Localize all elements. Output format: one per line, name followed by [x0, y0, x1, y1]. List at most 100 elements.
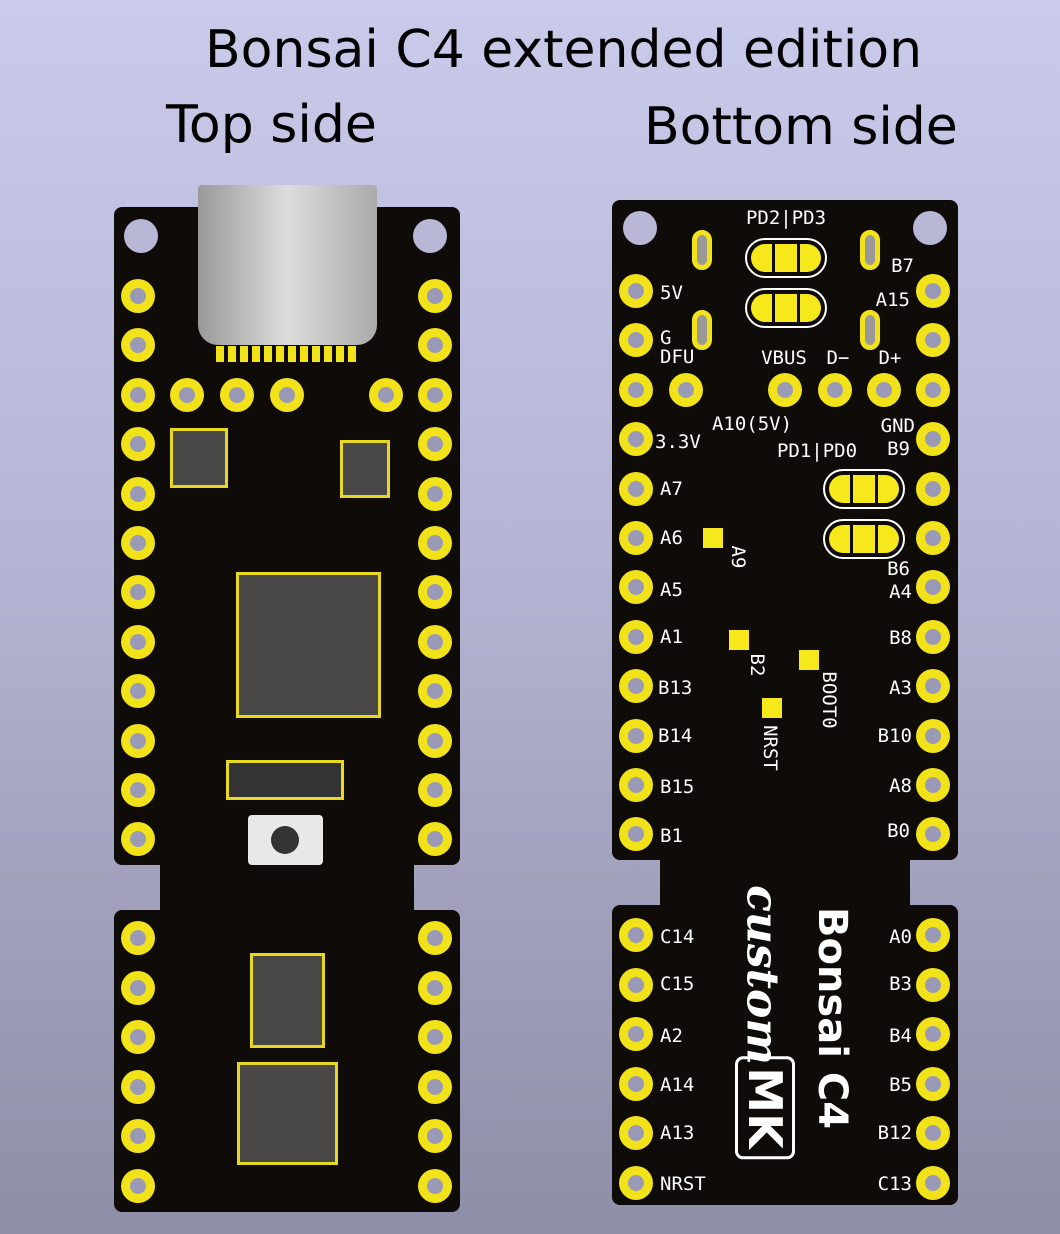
header-pad [121, 476, 155, 511]
pin-label: A2 [660, 1025, 683, 1047]
pin-label: 3.3V [655, 431, 701, 453]
header-pad [916, 768, 950, 802]
header-pad [619, 669, 653, 704]
logo-mk-badge: MK [735, 1056, 795, 1160]
jumper-pd1-pd0[interactable] [823, 469, 905, 509]
header-pad [916, 669, 950, 704]
header-pad [619, 1017, 653, 1052]
header-pad [619, 471, 653, 506]
label-a10: A10(5V) [711, 413, 793, 435]
regulator-chip [226, 760, 344, 800]
header-pad [418, 279, 452, 313]
header-pad [121, 624, 155, 659]
header-pad [619, 619, 653, 654]
pin-label: B3 [889, 973, 912, 995]
pin-label: A0 [889, 926, 912, 948]
label-dplus: D+ [878, 347, 902, 369]
jumper-pd2-pd3-b[interactable] [745, 288, 827, 328]
jumper-pd2-pd3[interactable] [745, 238, 827, 278]
header-pad [916, 471, 950, 506]
header-pad [121, 1169, 155, 1203]
header-pad [121, 377, 155, 412]
header-pad [121, 773, 155, 807]
pin-label: GND [880, 415, 915, 437]
header-pad [669, 373, 703, 407]
pin-label: B8 [889, 627, 912, 649]
pin-label: G [660, 327, 672, 349]
top-side-heading: Top side [166, 95, 377, 155]
label-pd1-pd0: PD1|PD0 [776, 440, 858, 462]
header-pad [916, 422, 950, 457]
header-pad [768, 373, 802, 407]
usb-c-connector [198, 185, 377, 345]
label-nrst: NRST [759, 725, 781, 771]
header-pad [418, 1069, 452, 1104]
pin-label: B1 [660, 825, 683, 847]
header-pad [916, 619, 950, 654]
header-pad [418, 822, 452, 857]
header-pad [418, 427, 452, 462]
header-pad [619, 323, 653, 358]
header-pad [121, 921, 155, 955]
header-pad [121, 1119, 155, 1154]
header-pad [121, 674, 155, 709]
header-pad [418, 1169, 452, 1203]
header-pad [418, 674, 452, 709]
header-pad [619, 718, 653, 753]
pin-label: B12 [877, 1122, 912, 1144]
header-pad [619, 768, 653, 802]
header-pad [619, 918, 653, 952]
header-pad [121, 427, 155, 462]
pin-label: A6 [660, 527, 683, 549]
label-vbus: VBUS [761, 347, 807, 369]
pin-label: A3 [889, 677, 912, 699]
header-pad [916, 1017, 950, 1052]
pin-label: A13 [660, 1122, 695, 1144]
header-pad [916, 1166, 950, 1200]
pin-label: 5V [660, 282, 683, 304]
pin-label: B9 [887, 438, 910, 460]
header-pad [418, 773, 452, 807]
header-pad [220, 378, 254, 412]
logo-bonsai-c4: Bonsai C4 [809, 906, 855, 1130]
header-pad [916, 521, 950, 555]
header-pad [916, 372, 950, 407]
header-pad [916, 817, 950, 852]
header-pad [121, 970, 155, 1005]
header-pad [619, 521, 653, 555]
pin-label: C14 [660, 926, 695, 948]
test-pad-a9 [703, 528, 723, 548]
test-pad-boot0 [799, 650, 819, 670]
header-pad [121, 1069, 155, 1104]
flash-chip [250, 953, 325, 1048]
header-pad [916, 1116, 950, 1151]
reset-button[interactable] [248, 815, 323, 865]
header-pad [916, 718, 950, 753]
header-pad [418, 575, 452, 610]
pin-label: A4 [889, 581, 912, 603]
header-pad [619, 1066, 653, 1101]
pin-label: B10 [877, 725, 912, 747]
pin-label: C15 [660, 973, 695, 995]
header-pad [418, 328, 452, 363]
header-pad [418, 624, 452, 659]
header-pad [121, 723, 155, 758]
ic-chip [340, 440, 390, 498]
header-pad [619, 817, 653, 852]
ic-chip [170, 428, 228, 488]
header-pad [418, 1020, 452, 1055]
pin-label: DFU [660, 346, 695, 368]
pin-label: B0 [887, 820, 910, 842]
header-pad [916, 274, 950, 308]
pin-label: A7 [660, 478, 683, 500]
pin-label: A5 [660, 579, 683, 601]
label-a9: A9 [727, 545, 749, 569]
header-pad [270, 378, 304, 412]
label-b2: B2 [746, 653, 768, 677]
header-pad [121, 822, 155, 857]
bottom-side-heading: Bottom side [644, 97, 958, 157]
flash-chip [237, 1062, 338, 1165]
header-pad [619, 967, 653, 1002]
header-pad [619, 1116, 653, 1151]
jumper-pd1-pd0-b[interactable] [823, 519, 905, 559]
